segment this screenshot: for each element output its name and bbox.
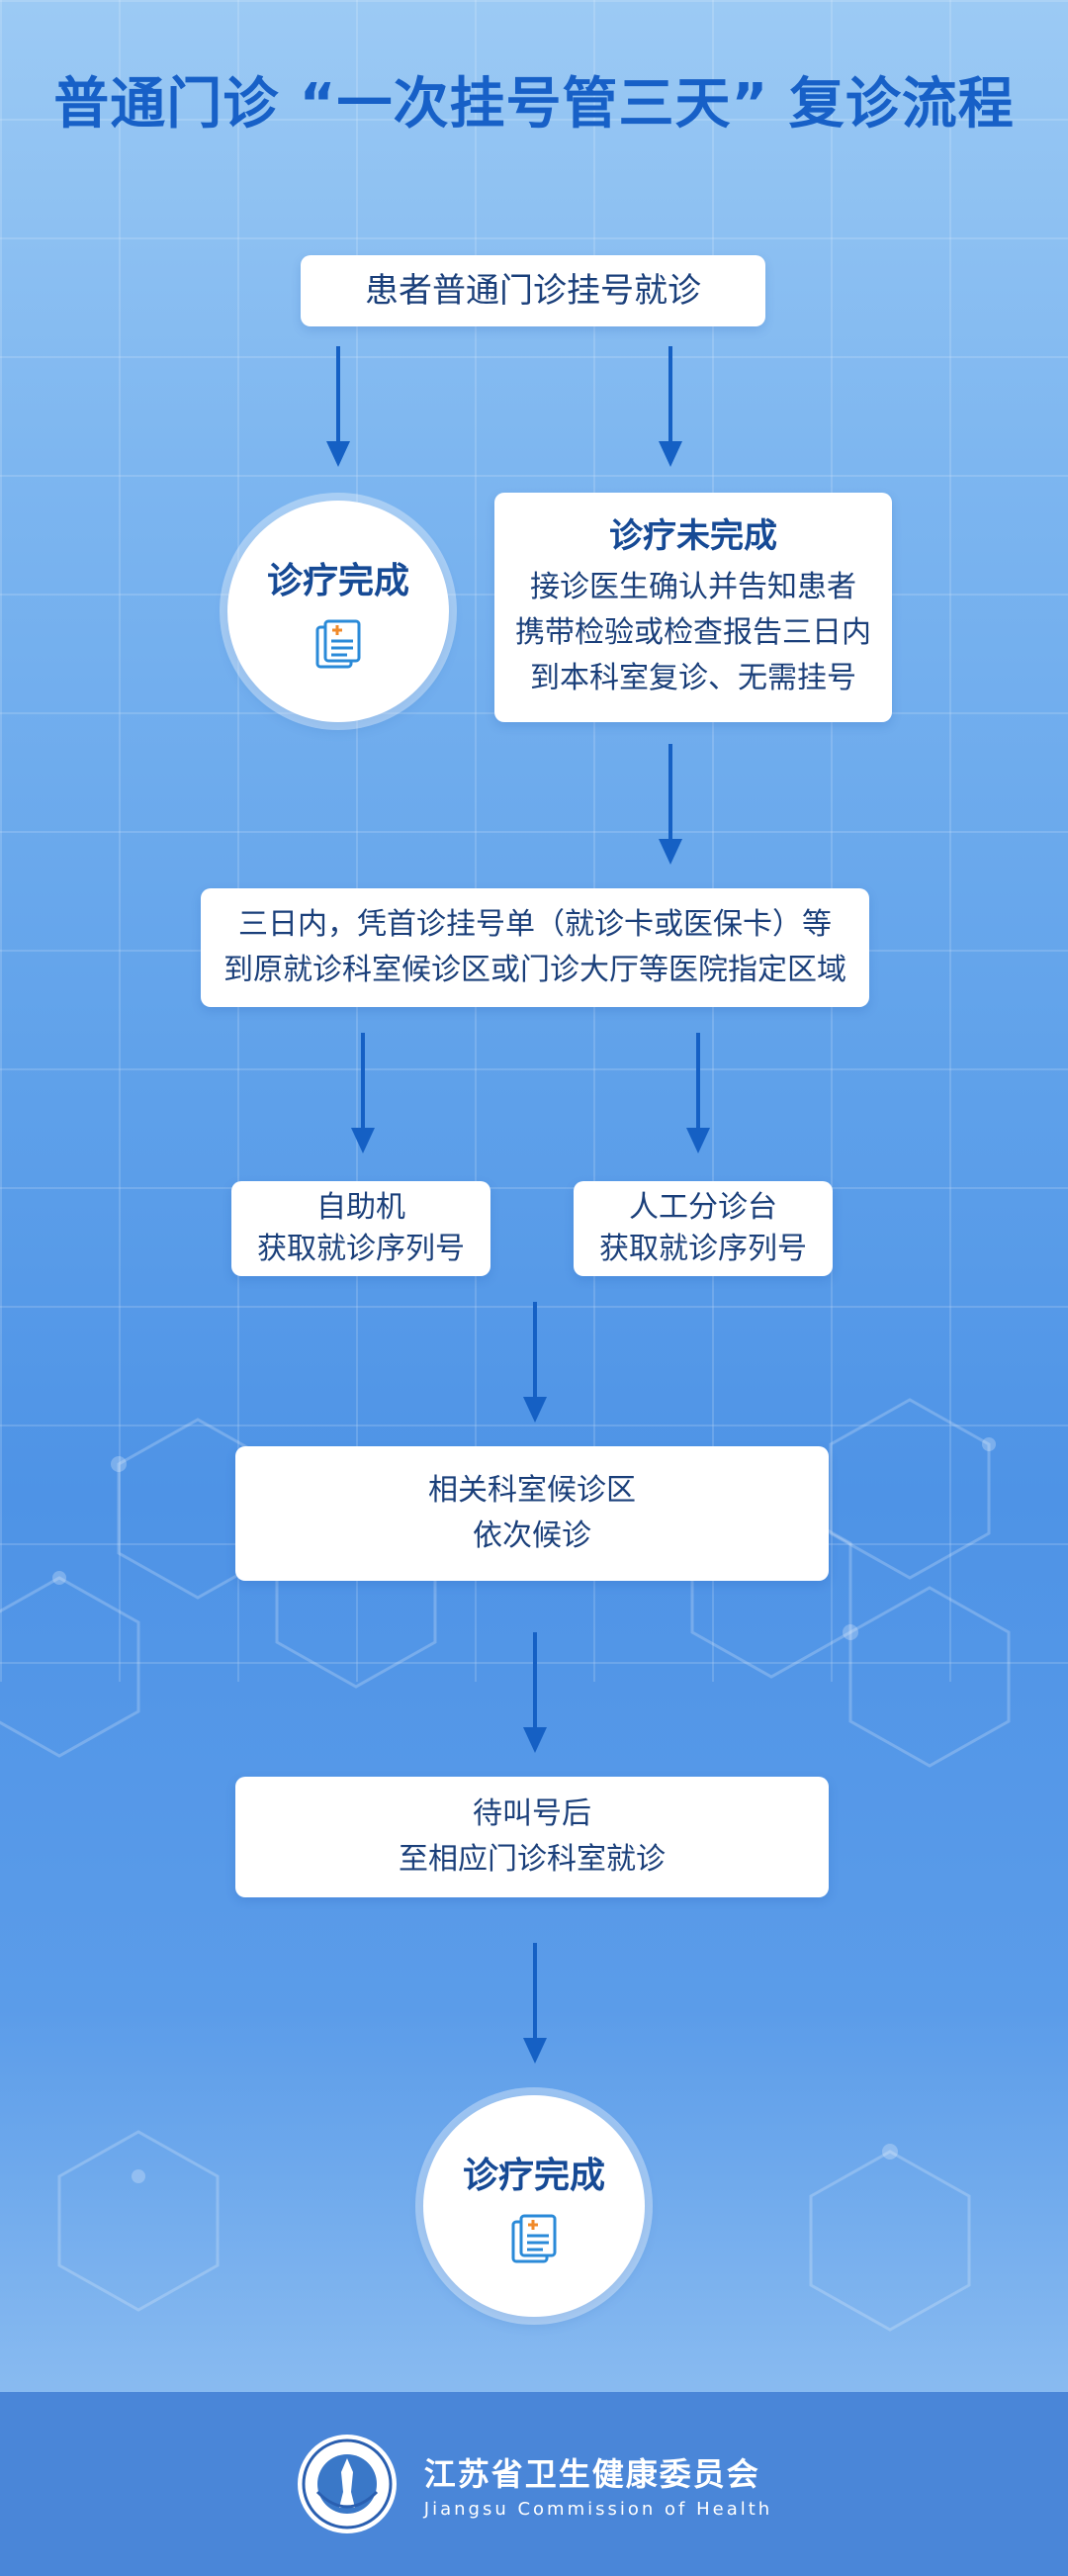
- step-triage-desk-box: 人工分诊台 获取就诊序列号: [574, 1181, 833, 1276]
- step-kiosk-line: 自助机: [316, 1190, 405, 1225]
- step-start-label: 患者普通门诊挂号就诊: [365, 271, 701, 311]
- medical-report-icon: [315, 619, 361, 669]
- arrow-down-icon: [659, 346, 682, 467]
- step-within-three-days-line: 到原就诊科室候诊区或门诊大厅等医院指定区域: [223, 953, 846, 987]
- page-title: 普通门诊 “一次挂号管三天” 复诊流程: [53, 72, 1015, 137]
- step-done-label-2: 诊疗完成: [462, 2156, 605, 2196]
- step-incomplete-line: 到本科室复诊、无需挂号: [530, 661, 856, 695]
- footer-bar: 江苏省卫生健康委员会 Jiangsu Commission of Health: [0, 2392, 1068, 2576]
- step-start-box: 患者普通门诊挂号就诊: [301, 255, 765, 326]
- step-done-circle-1: 诊疗完成: [227, 501, 449, 722]
- arrow-down-icon: [686, 1033, 710, 1153]
- step-call-line: 待叫号后: [473, 1796, 591, 1831]
- step-waiting-area-box: 相关科室候诊区 依次候诊: [235, 1446, 829, 1581]
- step-self-service-kiosk-box: 自助机 获取就诊序列号: [231, 1181, 490, 1276]
- step-call-number-box: 待叫号后 至相应门诊科室就诊: [235, 1777, 829, 1897]
- step-within-three-days-box: 三日内，凭首诊挂号单（就诊卡或医保卡）等 到原就诊科室候诊区或门诊大厅等医院指定…: [201, 888, 869, 1007]
- commission-emblem-icon: [297, 2435, 397, 2533]
- step-incomplete-line: 接诊医生确认并告知患者: [530, 570, 856, 604]
- step-incomplete-title: 诊疗未完成: [609, 516, 777, 556]
- arrow-down-icon: [659, 744, 682, 865]
- step-incomplete-box: 诊疗未完成 接诊医生确认并告知患者 携带检验或检查报告三日内 到本科室复诊、无需…: [494, 493, 892, 722]
- arrow-down-icon: [523, 1632, 547, 1753]
- step-wait-line: 依次候诊: [473, 1518, 591, 1553]
- step-within-three-days-line: 三日内，凭首诊挂号单（就诊卡或医保卡）等: [238, 907, 832, 942]
- step-desk-line: 获取就诊序列号: [599, 1232, 807, 1266]
- step-kiosk-line: 获取就诊序列号: [257, 1232, 465, 1266]
- step-incomplete-line: 携带检验或检查报告三日内: [515, 615, 871, 650]
- arrow-down-icon: [523, 1943, 547, 2064]
- arrow-down-icon: [523, 1302, 547, 1423]
- step-desk-line: 人工分诊台: [629, 1190, 777, 1225]
- medical-report-icon: [511, 2214, 557, 2263]
- organization-english-name: Jiangsu Commission of Health: [423, 2498, 773, 2520]
- organization-name-block: 江苏省卫生健康委员会 Jiangsu Commission of Health: [424, 2449, 772, 2520]
- step-call-line: 至相应门诊科室就诊: [399, 1842, 666, 1877]
- arrow-down-icon: [351, 1033, 375, 1153]
- step-wait-line: 相关科室候诊区: [428, 1473, 636, 1508]
- step-done-label-1: 诊疗完成: [266, 561, 409, 601]
- organization-name: 江苏省卫生健康委员会: [423, 2454, 760, 2493]
- arrow-down-icon: [326, 346, 350, 467]
- step-done-circle-2: 诊疗完成: [423, 2095, 645, 2317]
